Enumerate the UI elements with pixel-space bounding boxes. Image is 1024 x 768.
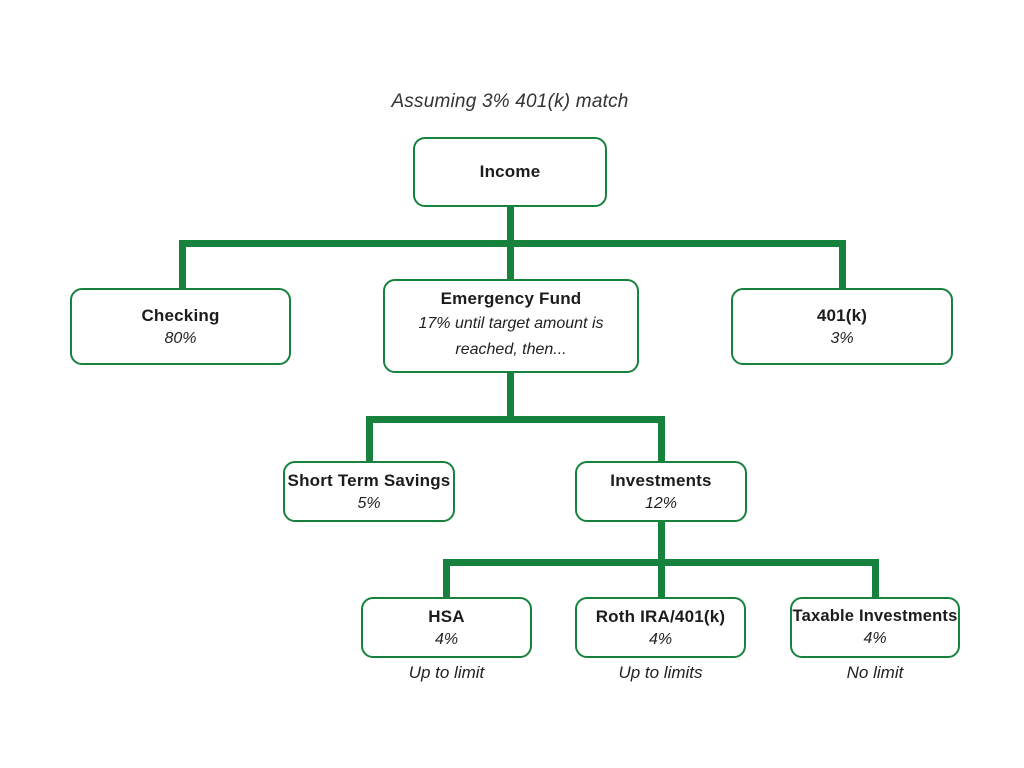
node-roth-ira-401k-title: Roth IRA/401(k) bbox=[595, 606, 726, 626]
node-emergency-fund: Emergency Fund 17% until target amount i… bbox=[383, 279, 639, 373]
node-investments-title: Investments bbox=[610, 470, 712, 490]
node-emergency-fund-title: Emergency Fund bbox=[440, 289, 582, 309]
node-investments-percent: 12% bbox=[644, 494, 678, 512]
caption-roth-limit: Up to limits bbox=[618, 663, 703, 682]
node-401k-percent: 3% bbox=[830, 329, 854, 347]
node-emergency-fund-note: 17% until target amount is reached, then… bbox=[418, 315, 604, 358]
connector-to-taxable bbox=[872, 559, 879, 599]
node-roth-ira-401k-percent: 4% bbox=[648, 630, 673, 648]
node-hsa-title: HSA bbox=[428, 606, 465, 626]
node-checking-title: Checking bbox=[141, 305, 220, 325]
node-income: Income bbox=[413, 137, 607, 207]
node-taxable-investments: Taxable Investments 4% bbox=[790, 597, 960, 658]
node-short-term-savings-title: Short Term Savings bbox=[287, 470, 451, 490]
diagram-title: Assuming 3% 401(k) match bbox=[391, 91, 629, 112]
node-401k-title: 401(k) bbox=[816, 305, 868, 325]
connector-to-checking bbox=[179, 240, 186, 289]
connector-to-investments bbox=[658, 416, 665, 463]
connector-to-short-term-savings bbox=[366, 416, 373, 463]
node-income-title: Income bbox=[479, 162, 541, 181]
connector-level2-bar bbox=[366, 416, 665, 423]
connector-to-401k bbox=[839, 240, 846, 289]
connector-to-emergency-fund bbox=[507, 240, 514, 281]
node-short-term-savings: Short Term Savings 5% bbox=[283, 461, 455, 522]
node-hsa: HSA 4% bbox=[361, 597, 532, 658]
caption-hsa-limit: Up to limit bbox=[408, 663, 485, 682]
node-checking: Checking 80% bbox=[70, 288, 291, 365]
node-investments: Investments 12% bbox=[575, 461, 747, 522]
caption-taxable-limit: No limit bbox=[846, 663, 904, 682]
connector-income-stem bbox=[507, 205, 514, 247]
node-short-term-savings-percent: 5% bbox=[357, 494, 381, 512]
connector-to-roth bbox=[658, 559, 665, 599]
node-hsa-percent: 4% bbox=[434, 630, 459, 648]
node-checking-percent: 80% bbox=[164, 329, 197, 347]
node-taxable-investments-percent: 4% bbox=[863, 630, 887, 647]
node-roth-ira-401k: Roth IRA/401(k) 4% bbox=[575, 597, 746, 658]
connector-investments-stem bbox=[658, 520, 665, 564]
node-taxable-investments-title: Taxable Investments bbox=[792, 607, 958, 625]
connector-to-hsa bbox=[443, 559, 450, 599]
connector-emergency-stem bbox=[507, 371, 514, 419]
node-401k: 401(k) 3% bbox=[731, 288, 953, 365]
